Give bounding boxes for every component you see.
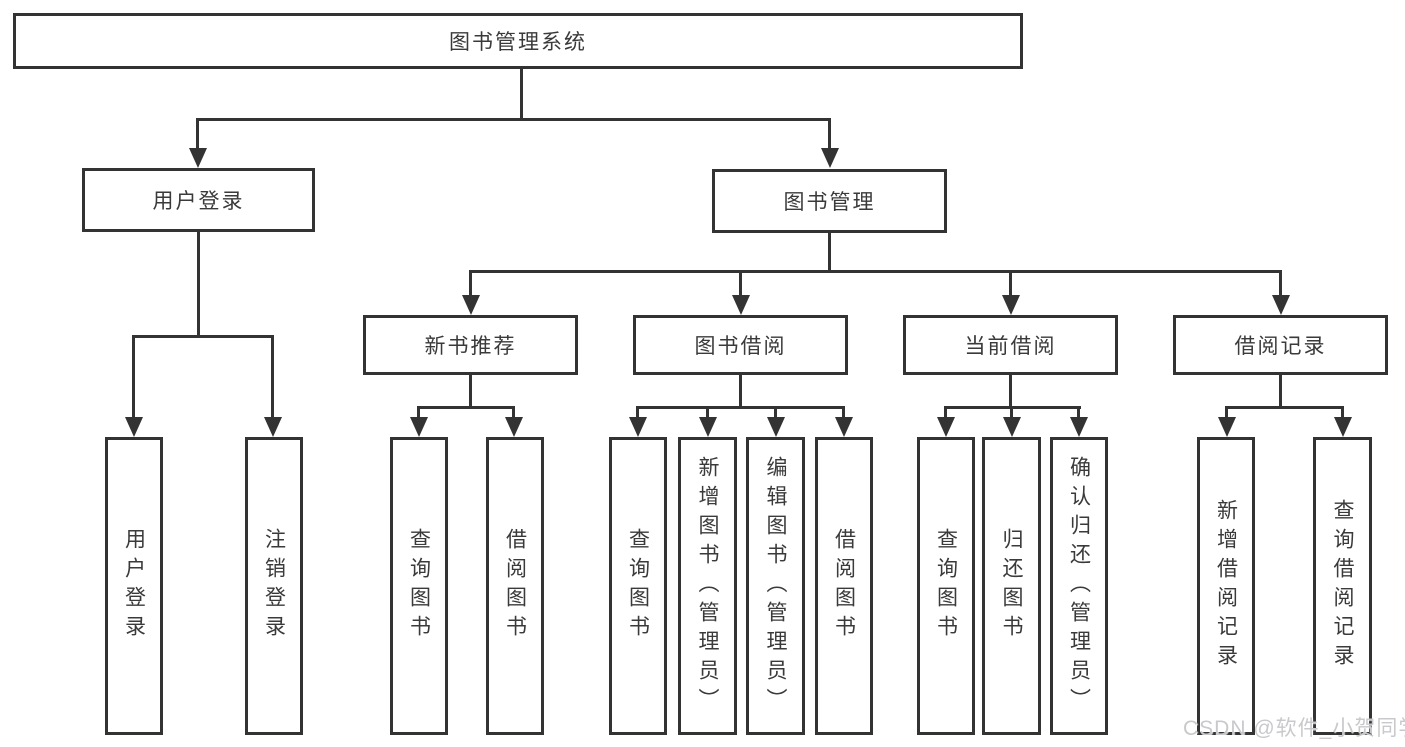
arrow-down-icon	[699, 417, 717, 437]
arrow-down-icon	[1272, 295, 1290, 315]
node-book-management: 图书管理	[712, 169, 947, 233]
connector-root-stub	[520, 69, 523, 118]
connector-section-stub	[469, 270, 472, 297]
leaf-query-books-1: 查询图书	[390, 437, 448, 735]
leaf-edit-book-admin: 编辑图书（管理员）	[746, 437, 805, 735]
arrow-down-icon	[835, 417, 853, 437]
connector-leaf-stub	[774, 406, 777, 420]
arrow-down-icon	[732, 295, 750, 315]
leaf-borrow-books-2: 借阅图书	[815, 437, 873, 735]
connector-leaf-stub	[1225, 406, 1228, 420]
connector-leaf-stub	[842, 406, 845, 420]
connector-user-branch-stub	[197, 232, 200, 335]
connector-section-stub	[739, 270, 742, 297]
connector-section0-hline	[417, 406, 515, 409]
arrow-down-icon	[1218, 417, 1236, 437]
arrow-down-icon	[937, 417, 955, 437]
connector-leaf-stub	[271, 335, 274, 420]
connector-user-branch-hline	[132, 335, 274, 338]
connector-section2-stub	[1009, 375, 1012, 406]
connector-section3-hline	[1225, 406, 1344, 409]
node-user-login: 用户登录	[82, 168, 315, 232]
connector-leaf-stub	[636, 406, 639, 420]
arrow-down-icon	[505, 417, 523, 437]
connector-section-stub	[1009, 270, 1012, 297]
arrow-down-icon	[410, 417, 428, 437]
connector-section0-stub	[469, 375, 472, 406]
leaf-confirm-return-admin: 确认归还（管理员）	[1050, 437, 1108, 735]
node-new-book-recommendation: 新书推荐	[363, 315, 578, 375]
arrow-down-icon	[1002, 295, 1020, 315]
leaf-borrow-books-1: 借阅图书	[486, 437, 544, 735]
connector-leaf-stub	[1341, 406, 1344, 420]
leaf-query-borrow-record: 查询借阅记录	[1313, 437, 1372, 735]
connector-level1-hline	[196, 118, 831, 121]
connector-leaf-stub	[417, 406, 420, 420]
connector-leaf-stub	[944, 406, 947, 420]
node-current-borrowing: 当前借阅	[903, 315, 1118, 375]
arrow-down-icon	[821, 148, 839, 168]
connector-leaf-stub	[132, 335, 135, 420]
node-borrowing-records: 借阅记录	[1173, 315, 1388, 375]
connector-section1-hline	[636, 406, 845, 409]
connector-section-stub	[1279, 270, 1282, 297]
arrow-down-icon	[767, 417, 785, 437]
leaf-query-books-3: 查询图书	[917, 437, 975, 735]
connector-mgmt-branch-stub	[828, 233, 831, 270]
leaf-user-login: 用户登录	[105, 437, 163, 735]
connector-leaf-stub	[1077, 406, 1080, 420]
connector-book-mgmt-stub	[828, 118, 831, 150]
connector-leaf-stub	[1010, 406, 1013, 420]
arrow-down-icon	[462, 295, 480, 315]
arrow-down-icon	[125, 417, 143, 437]
arrow-down-icon	[629, 417, 647, 437]
leaf-add-borrow-record: 新增借阅记录	[1197, 437, 1255, 735]
arrow-down-icon	[1070, 417, 1088, 437]
leaf-query-books-2: 查询图书	[609, 437, 667, 735]
connector-section1-stub	[739, 375, 742, 406]
connector-user-login-stub	[196, 118, 199, 150]
node-book-borrowing: 图书借阅	[633, 315, 848, 375]
connector-section3-stub	[1279, 375, 1282, 406]
arrow-down-icon	[1334, 417, 1352, 437]
connector-leaf-stub	[512, 406, 515, 420]
leaf-return-book: 归还图书	[982, 437, 1041, 735]
arrow-down-icon	[189, 148, 207, 168]
watermark: CSDN @软件_小贺同学	[1183, 717, 1405, 740]
leaf-logout: 注销登录	[245, 437, 303, 735]
node-library-system: 图书管理系统	[13, 13, 1023, 69]
leaf-add-book-admin: 新增图书（管理员）	[678, 437, 737, 735]
arrow-down-icon	[264, 417, 282, 437]
connector-leaf-stub	[706, 406, 709, 420]
arrow-down-icon	[1003, 417, 1021, 437]
connector-sections-hline	[469, 270, 1282, 273]
